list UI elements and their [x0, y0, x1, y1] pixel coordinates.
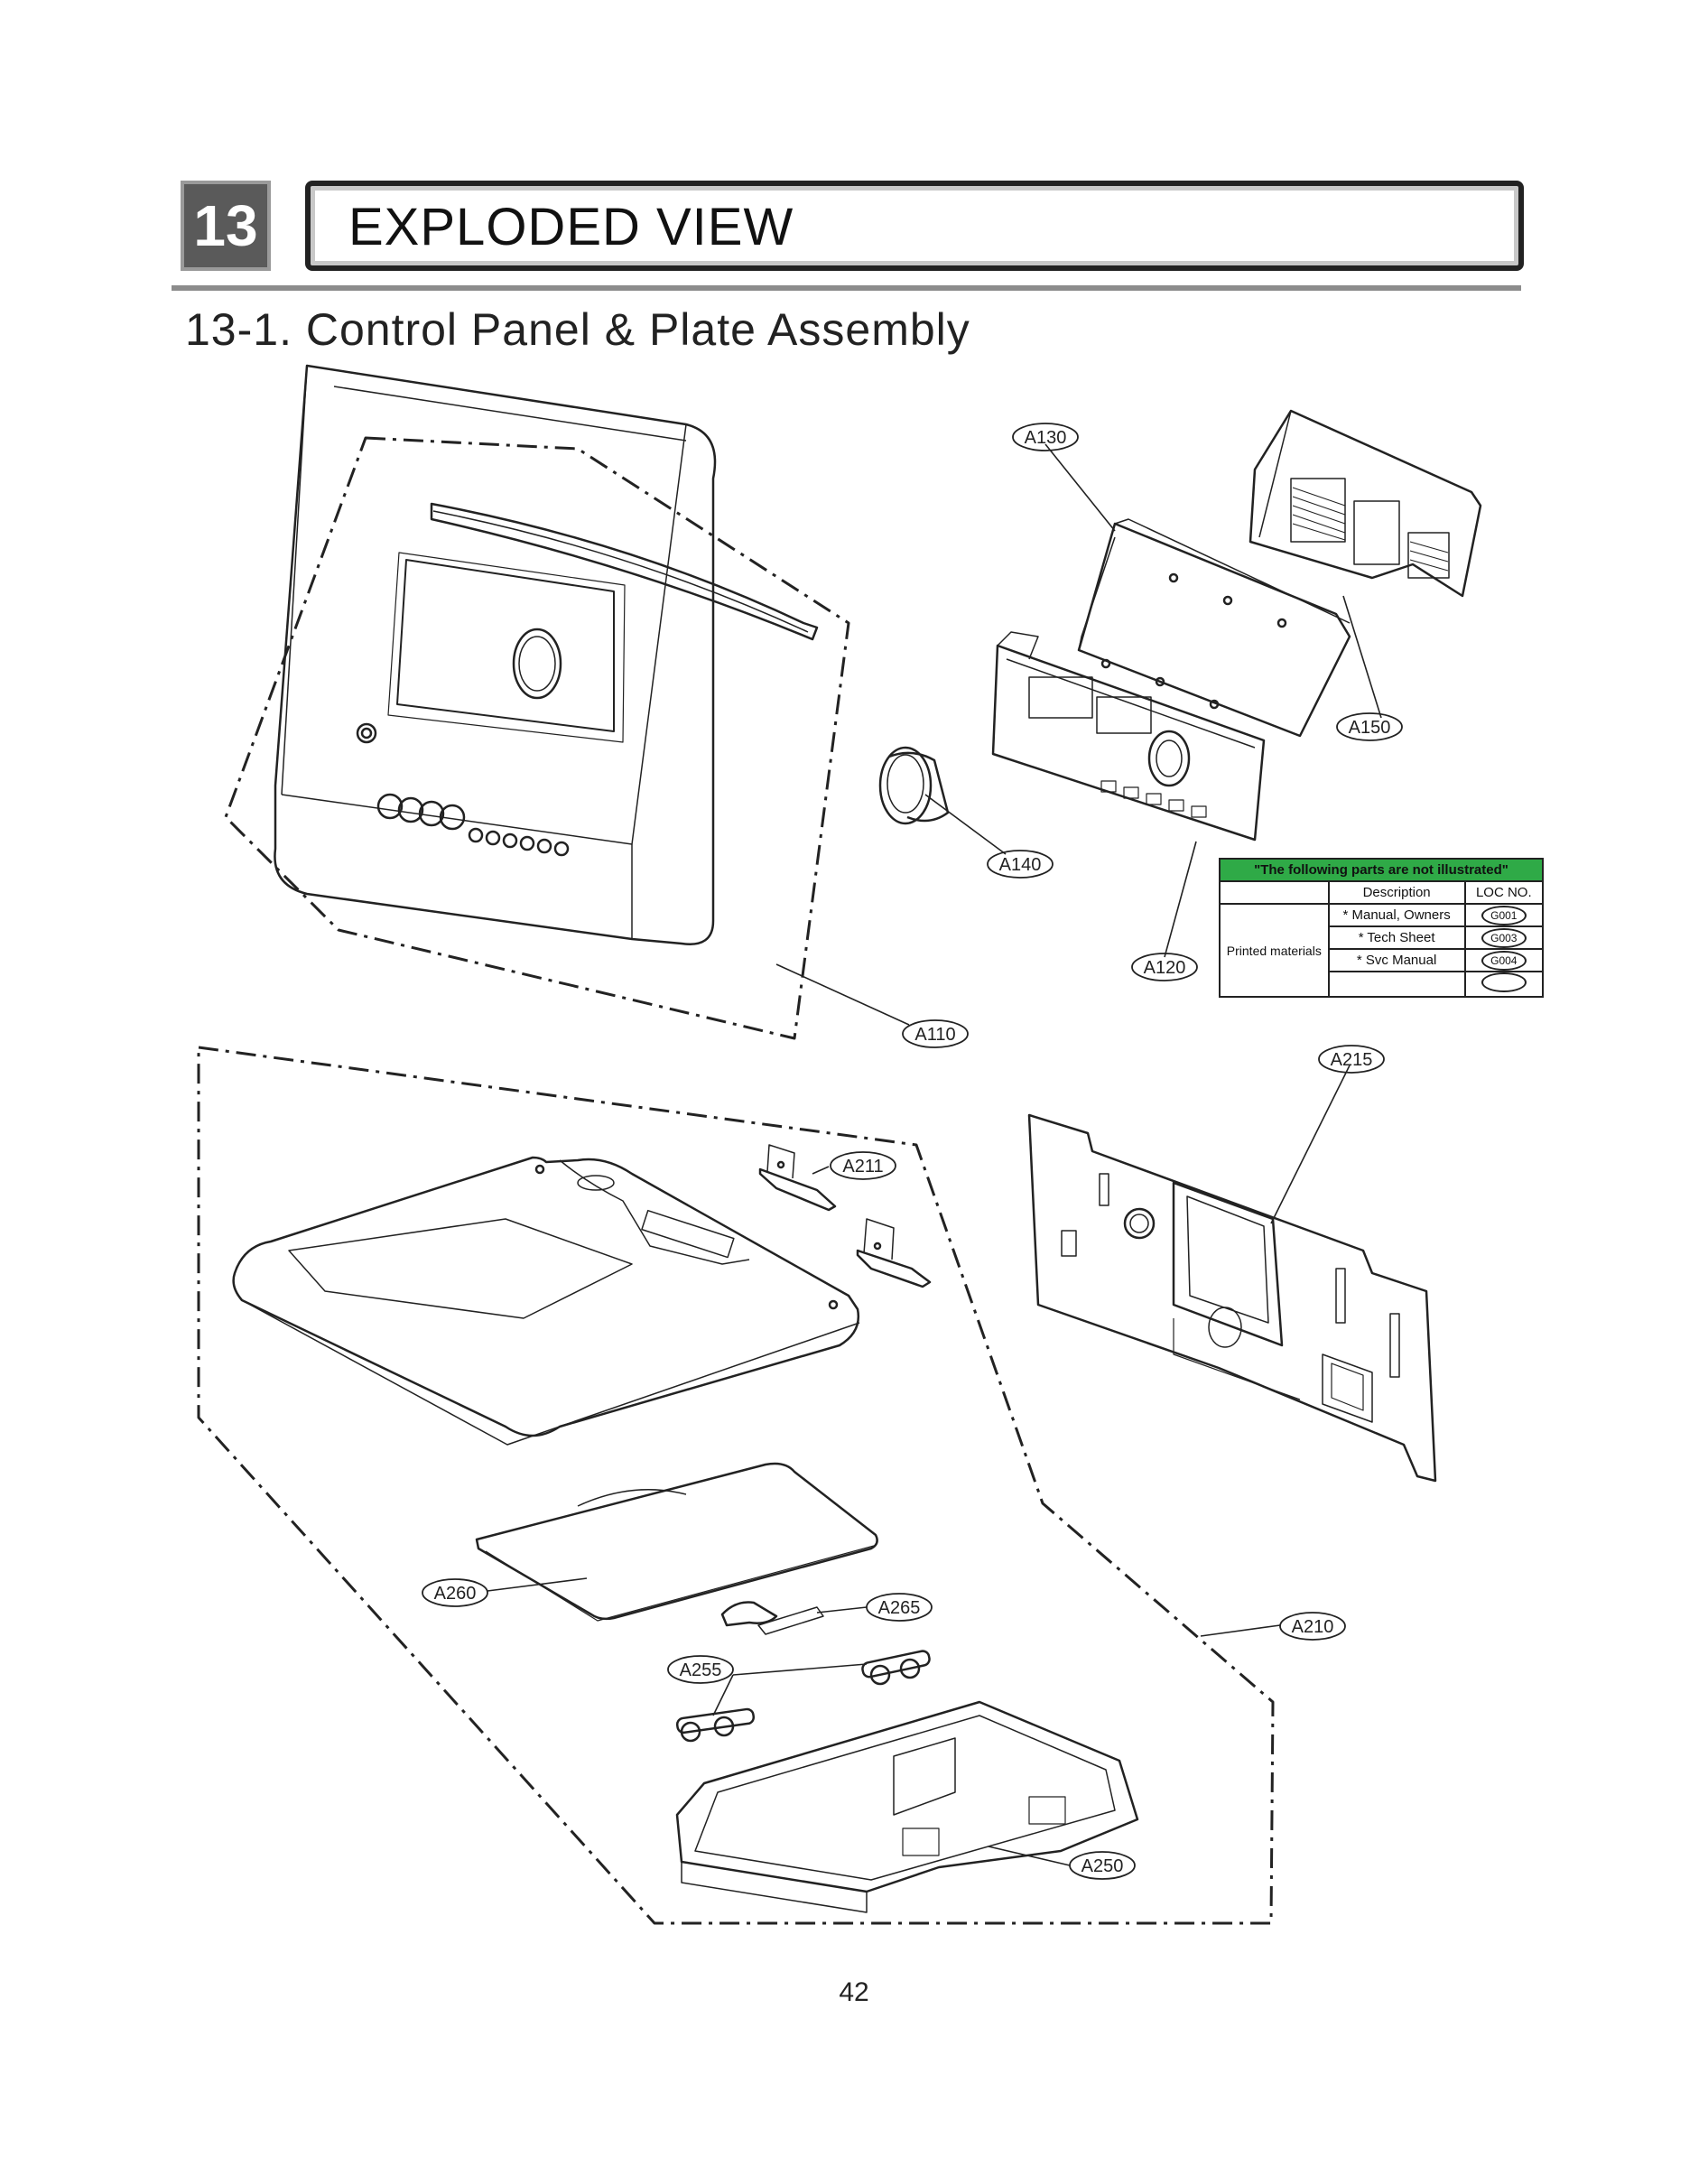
callout-a260-label: A260	[434, 1584, 477, 1604]
table-row: * Tech Sheet G003	[1220, 925, 1545, 950]
callout-a250-label: A250	[1081, 1856, 1124, 1876]
knob-part	[878, 746, 950, 825]
trim-strip-part	[430, 502, 819, 641]
loc-header: LOC NO.	[1463, 880, 1545, 905]
hinge-bracket-part-1	[758, 1144, 837, 1212]
row-description: * Svc Manual	[1327, 948, 1466, 972]
callout-a260: A260	[422, 1578, 488, 1607]
hinge-part-2	[675, 1707, 756, 1743]
not-illustrated-table: "The following parts are not illustrated…	[1219, 858, 1545, 998]
loc-oval: G001	[1481, 905, 1527, 925]
row-loc: G001	[1463, 903, 1545, 927]
main-pcb-part	[991, 631, 1266, 842]
section-title: EXPLODED VIEW	[348, 198, 794, 256]
pcb-frame-part	[1077, 518, 1351, 738]
callout-a215: A215	[1318, 1045, 1385, 1074]
plate-group-boundary	[197, 1046, 1275, 1925]
section-divider	[172, 285, 1521, 291]
callout-a211-label: A211	[842, 1157, 883, 1177]
row-loc	[1463, 971, 1545, 998]
table-heading-row: "The following parts are not illustrated…	[1219, 858, 1544, 882]
callout-a255: A255	[667, 1655, 734, 1684]
callout-a210: A210	[1279, 1612, 1346, 1641]
row-description: * Tech Sheet	[1327, 925, 1466, 950]
callout-a215-label: A215	[1331, 1050, 1373, 1070]
loc-oval	[1481, 972, 1527, 992]
table-row: Printed materials * Manual, Owners G001	[1219, 903, 1545, 998]
back-plate-part	[1027, 1113, 1437, 1483]
table-row: * Svc Manual G004	[1220, 948, 1545, 972]
callout-a150-label: A150	[1349, 718, 1391, 738]
subsection-title: 13-1. Control Panel & Plate Assembly	[185, 304, 970, 355]
top-plate-part	[232, 1156, 860, 1446]
table-blank-cell	[1219, 880, 1330, 904]
callout-a140: A140	[987, 850, 1054, 879]
row-description: * Manual, Owners	[1327, 903, 1466, 927]
callout-a255-label: A255	[680, 1660, 722, 1680]
callout-a130-label: A130	[1025, 428, 1067, 448]
lid-handle-part	[720, 1601, 824, 1635]
callout-a250: A250	[1069, 1851, 1136, 1880]
table-header-row: Description LOC NO.	[1219, 880, 1545, 905]
rear-cover-part	[1249, 409, 1482, 598]
lid-glass-part	[475, 1462, 878, 1622]
callout-a120: A120	[1131, 953, 1198, 981]
callout-a120-label: A120	[1144, 958, 1186, 978]
table-row	[1220, 971, 1545, 998]
leader-lines	[487, 443, 1382, 1866]
callout-a210-label: A210	[1292, 1617, 1334, 1637]
callout-a110: A110	[902, 1019, 969, 1048]
row-description	[1327, 971, 1466, 998]
group-label: Printed materials	[1219, 903, 1330, 998]
description-header: Description	[1327, 880, 1466, 905]
callout-a130: A130	[1012, 423, 1079, 451]
callout-a110-label: A110	[914, 1025, 955, 1045]
section-title-box: EXPLODED VIEW	[305, 181, 1524, 271]
loc-oval: G003	[1481, 927, 1527, 948]
callout-a211: A211	[830, 1151, 896, 1180]
section-number-badge: 13	[181, 181, 271, 271]
row-loc: G004	[1463, 948, 1545, 972]
table-heading: "The following parts are not illustrated…	[1219, 858, 1544, 882]
control-panel-group-boundary	[224, 436, 850, 1040]
lid-frame-part	[675, 1700, 1139, 1913]
row-loc: G003	[1463, 925, 1545, 950]
page-number: 42	[839, 1977, 869, 2007]
callout-a265: A265	[866, 1593, 933, 1622]
callout-a150: A150	[1336, 712, 1403, 741]
loc-oval: G004	[1481, 950, 1527, 971]
hinge-bracket-part-2	[856, 1218, 932, 1288]
callout-a140-label: A140	[999, 855, 1042, 875]
callout-a265-label: A265	[878, 1598, 921, 1618]
control-panel-part	[274, 364, 717, 945]
hinge-part-1	[861, 1650, 931, 1686]
